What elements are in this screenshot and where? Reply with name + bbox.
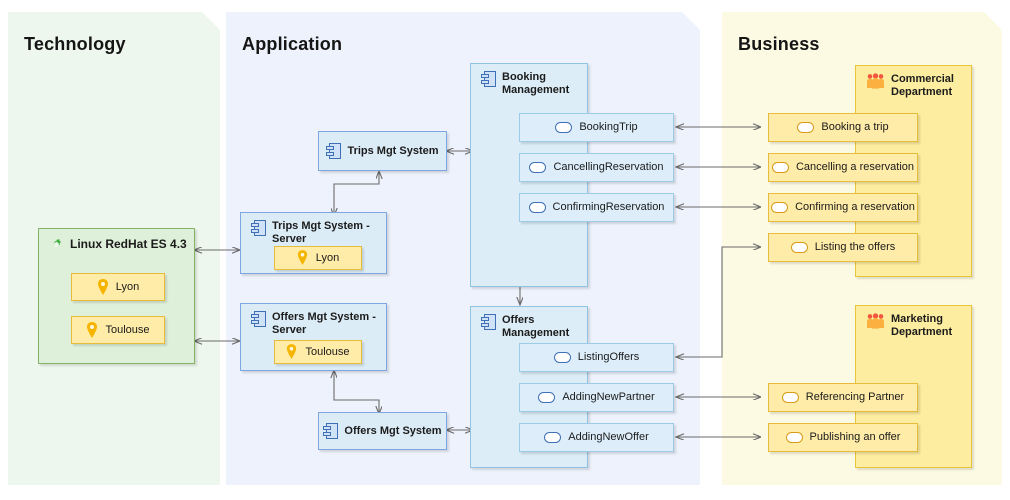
node-linux-redhat[interactable]: Linux RedHat ES 4.3 Lyon Toulouse xyxy=(38,228,195,364)
node-offers-mgt-system-header: Offers Mgt System xyxy=(319,423,446,439)
service-icon xyxy=(544,432,562,443)
service-booking-trip-label: BookingTrip xyxy=(579,121,638,134)
component-icon xyxy=(481,71,496,87)
service-icon xyxy=(555,122,573,133)
location-toulouse-server[interactable]: Toulouse xyxy=(274,340,362,364)
node-trips-mgt-system-server-header: Trips Mgt System - Server xyxy=(251,220,386,246)
service-icon xyxy=(790,242,808,253)
service-adding-new-offer[interactable]: AddingNewOffer xyxy=(519,423,674,452)
map-pin-icon xyxy=(286,344,298,360)
service-booking-trip[interactable]: BookingTrip xyxy=(519,113,674,142)
service-adding-new-partner-label: AddingNewPartner xyxy=(562,391,655,404)
gear-icon xyxy=(49,237,64,252)
service-icon xyxy=(529,162,547,173)
service-icon xyxy=(771,202,789,213)
group-booking-management-header: Booking Management xyxy=(481,71,569,97)
node-offers-mgt-system-server-label: Offers Mgt System - Server xyxy=(272,311,376,336)
people-icon xyxy=(866,73,885,89)
service-adding-new-partner[interactable]: AddingNewPartner xyxy=(519,383,674,412)
node-offers-mgt-system-server[interactable]: Offers Mgt System - Server Toulouse xyxy=(240,303,387,371)
business-service-referencing-partner[interactable]: Referencing Partner xyxy=(768,383,918,412)
service-icon xyxy=(771,162,789,173)
node-trips-mgt-system-server[interactable]: Trips Mgt System - Server Lyon xyxy=(240,212,387,274)
location-lyon-server[interactable]: Lyon xyxy=(274,246,362,270)
business-service-confirming-a-reservation-label: Confirming a reservation xyxy=(795,201,915,214)
service-icon xyxy=(553,352,571,363)
service-cancelling-reservation[interactable]: CancellingReservation xyxy=(519,153,674,182)
node-linux-redhat-label: Linux RedHat ES 4.3 xyxy=(70,237,187,252)
service-icon xyxy=(785,432,803,443)
component-icon xyxy=(251,220,266,236)
component-icon xyxy=(323,423,339,439)
map-pin-icon xyxy=(86,322,98,338)
group-marketing-department-label: Marketing Department xyxy=(891,313,953,338)
service-cancelling-reservation-label: CancellingReservation xyxy=(553,161,664,174)
map-pin-icon xyxy=(297,250,309,266)
node-trips-mgt-system-header: Trips Mgt System xyxy=(319,143,446,159)
map-pin-icon xyxy=(97,279,109,295)
location-lyon-label: Lyon xyxy=(115,280,140,293)
location-toulouse-server-label: Toulouse xyxy=(305,345,350,358)
location-toulouse-label: Toulouse xyxy=(105,323,150,336)
business-service-booking-a-trip-label: Booking a trip xyxy=(821,121,889,134)
business-service-cancelling-a-reservation[interactable]: Cancelling a reservation xyxy=(768,153,918,182)
component-icon xyxy=(481,314,496,330)
layer-application-title: Application xyxy=(242,34,343,54)
node-trips-mgt-system-server-label: Trips Mgt System - Server xyxy=(272,220,370,245)
group-marketing-department-header: Marketing Department xyxy=(866,313,952,339)
service-icon xyxy=(797,122,815,133)
layer-technology-title: Technology xyxy=(24,34,126,54)
service-adding-new-offer-label: AddingNewOffer xyxy=(568,431,649,444)
service-icon xyxy=(538,392,556,403)
node-trips-mgt-system-label: Trips Mgt System xyxy=(347,144,439,157)
component-icon xyxy=(326,143,342,159)
business-service-cancelling-a-reservation-label: Cancelling a reservation xyxy=(795,161,914,174)
group-offers-management-header: Offers Management xyxy=(481,314,587,340)
node-offers-mgt-system-label: Offers Mgt System xyxy=(344,424,442,437)
node-offers-mgt-system-server-header: Offers Mgt System - Server xyxy=(251,311,386,337)
business-service-confirming-a-reservation[interactable]: Confirming a reservation xyxy=(768,193,918,222)
service-confirming-reservation[interactable]: ConfirmingReservation xyxy=(519,193,674,222)
group-commercial-department-header: Commercial Department xyxy=(866,73,954,99)
business-service-listing-the-offers-label: Listing the offers xyxy=(814,241,896,254)
group-commercial-department-label: Commercial Department xyxy=(891,73,954,98)
group-booking-management-label: Booking Management xyxy=(502,71,570,96)
service-icon xyxy=(528,202,546,213)
node-trips-mgt-system[interactable]: Trips Mgt System xyxy=(318,131,447,171)
group-offers-management-label: Offers Management xyxy=(502,314,570,339)
service-listing-offers-label: ListingOffers xyxy=(577,351,640,364)
business-service-listing-the-offers[interactable]: Listing the offers xyxy=(768,233,918,262)
node-linux-redhat-header: Linux RedHat ES 4.3 xyxy=(49,237,187,252)
business-service-referencing-partner-label: Referencing Partner xyxy=(805,391,905,404)
business-service-publishing-an-offer[interactable]: Publishing an offer xyxy=(768,423,918,452)
layer-business-title: Business xyxy=(738,34,820,54)
people-icon xyxy=(866,313,885,329)
service-confirming-reservation-label: ConfirmingReservation xyxy=(552,201,665,214)
business-service-publishing-an-offer-label: Publishing an offer xyxy=(809,431,901,444)
component-icon xyxy=(251,311,266,327)
business-service-booking-a-trip[interactable]: Booking a trip xyxy=(768,113,918,142)
location-lyon-server-label: Lyon xyxy=(315,251,340,264)
location-lyon[interactable]: Lyon xyxy=(71,273,165,301)
location-toulouse[interactable]: Toulouse xyxy=(71,316,165,344)
service-listing-offers[interactable]: ListingOffers xyxy=(519,343,674,372)
service-icon xyxy=(781,392,799,403)
node-offers-mgt-system[interactable]: Offers Mgt System xyxy=(318,412,447,450)
